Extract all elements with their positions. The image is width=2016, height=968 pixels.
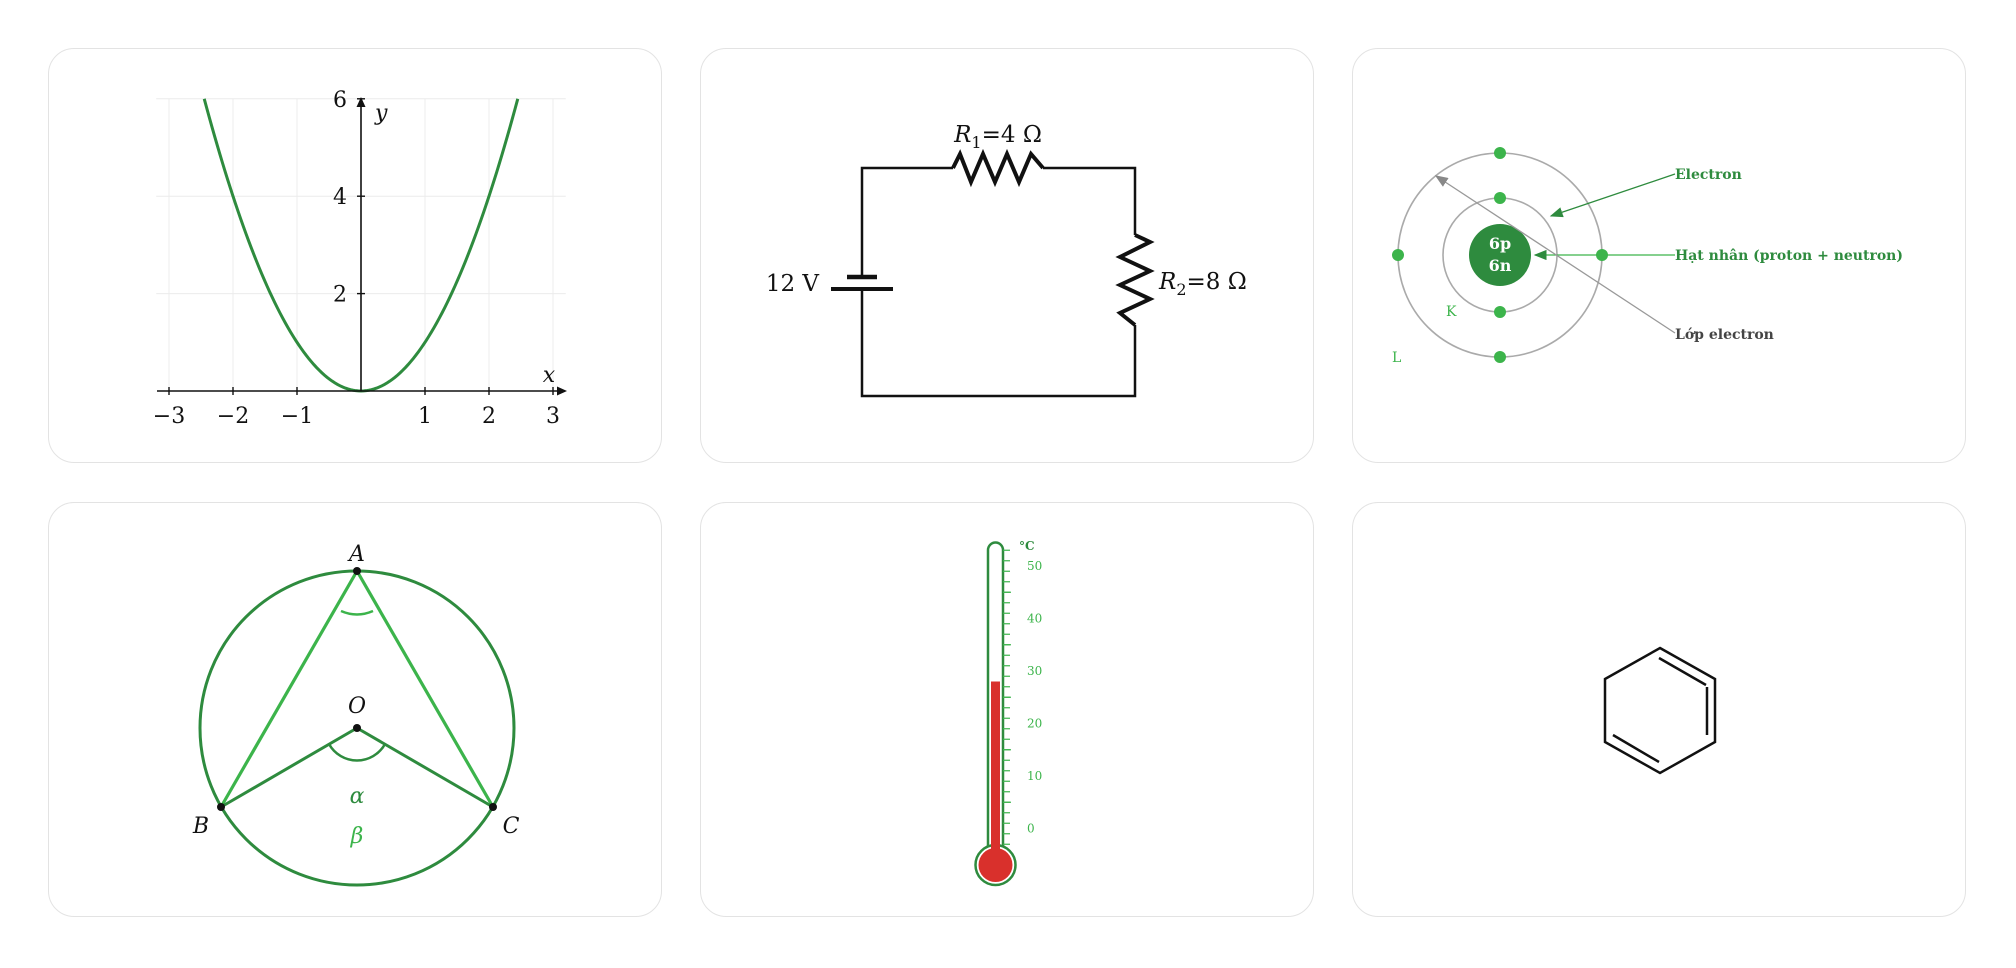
battery-label: 12 V bbox=[766, 271, 820, 297]
battery bbox=[831, 224, 893, 291]
chart-axes bbox=[157, 97, 567, 396]
scale-label: 50 bbox=[1027, 559, 1042, 573]
scale-label: 0 bbox=[1027, 822, 1035, 836]
central-angle-arc bbox=[327, 743, 387, 762]
inscribed-angle-arc bbox=[340, 609, 374, 616]
circuit-wires bbox=[860, 166, 1137, 398]
circuit-diagram: 12 V R1=4 Ω R2=8 Ω bbox=[766, 122, 1247, 398]
y-tick-label: 6 bbox=[333, 88, 347, 113]
r2-label: R2=8 Ω bbox=[1158, 269, 1247, 299]
x-tick-label: −3 bbox=[153, 404, 185, 429]
label-b: B bbox=[192, 814, 209, 839]
shell-pointer bbox=[1434, 175, 1676, 334]
nucleus-neutrons: 6n bbox=[1489, 256, 1512, 275]
electron bbox=[1494, 306, 1506, 318]
benzene-card bbox=[1352, 502, 1966, 917]
point-a bbox=[353, 567, 361, 575]
y-axis-label: y bbox=[374, 101, 388, 126]
electron bbox=[1392, 249, 1404, 261]
nucleus-protons: 6p bbox=[1489, 234, 1511, 253]
label-o: O bbox=[348, 694, 366, 719]
parabola-chart: −3 −2 −1 1 2 3 2 4 6 x y bbox=[153, 88, 567, 429]
nucleus bbox=[1469, 224, 1531, 286]
label-alpha: α bbox=[350, 784, 365, 809]
label-c: C bbox=[503, 814, 520, 839]
x-tick-label: −1 bbox=[281, 404, 313, 429]
label-shell: Lớp electron bbox=[1675, 327, 1774, 343]
electron-pointer bbox=[1549, 173, 1676, 218]
x-tick-label: 1 bbox=[418, 404, 432, 429]
thermometer-scale: 50 40 30 20 10 0 bbox=[1003, 549, 1042, 845]
resistor-r1 bbox=[951, 148, 1045, 188]
r1-label: R1=4 Ω bbox=[953, 122, 1042, 152]
atom-card: 6p 6n K L Electron Hạt nhân (proton + ne… bbox=[1352, 48, 1966, 463]
label-beta: β bbox=[350, 824, 364, 849]
shell-k-label: K bbox=[1446, 304, 1457, 320]
electron bbox=[1494, 147, 1506, 159]
scale-label: 20 bbox=[1027, 717, 1042, 731]
atom-diagram: 6p 6n K L Electron Hạt nhân (proton + ne… bbox=[1392, 147, 1903, 366]
electron bbox=[1494, 192, 1506, 204]
thermometer-diagram: 50 40 30 20 10 0 °C bbox=[974, 539, 1042, 887]
point-b bbox=[217, 803, 225, 811]
unit-label: °C bbox=[1019, 539, 1035, 553]
shell-l-label: L bbox=[1392, 350, 1401, 366]
mercury-column bbox=[991, 681, 1000, 865]
thermometer-bulb bbox=[978, 848, 1013, 882]
inscribed-angle-sides bbox=[219, 570, 495, 808]
scale-label: 10 bbox=[1027, 769, 1042, 783]
scale-label: 30 bbox=[1027, 664, 1042, 678]
thermometer-card: 50 40 30 20 10 0 °C bbox=[700, 502, 1314, 917]
x-axis-label: x bbox=[543, 363, 556, 388]
benzene-ring-icon bbox=[1603, 646, 1717, 775]
label-a: A bbox=[347, 542, 365, 567]
x-tick-label: 2 bbox=[482, 404, 496, 429]
parabola-card: −3 −2 −1 1 2 3 2 4 6 x y bbox=[48, 48, 662, 463]
point-o bbox=[353, 724, 361, 732]
scale-label: 40 bbox=[1027, 612, 1042, 626]
inscribed-angle-diagram: A O B C α β bbox=[192, 542, 520, 887]
point-c bbox=[489, 803, 497, 811]
x-tick-label: 3 bbox=[546, 404, 560, 429]
resistor-r2 bbox=[1115, 233, 1155, 327]
electron bbox=[1494, 351, 1506, 363]
x-tick-label: −2 bbox=[217, 404, 249, 429]
y-tick-label: 4 bbox=[333, 185, 347, 210]
central-angle-sides bbox=[220, 726, 494, 809]
inscribed-angle-card: A O B C α β bbox=[48, 502, 662, 917]
circuit-card: 12 V R1=4 Ω R2=8 Ω bbox=[700, 48, 1314, 463]
label-nucleus: Hạt nhân (proton + neutron) bbox=[1675, 248, 1903, 264]
y-tick-label: 2 bbox=[333, 283, 347, 308]
label-electron: Electron bbox=[1675, 167, 1742, 183]
